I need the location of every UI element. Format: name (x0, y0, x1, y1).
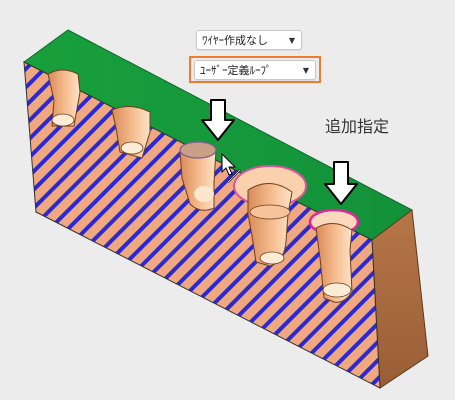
chevron-down-icon: ▼ (288, 35, 295, 45)
annotation-label: 追加指定 (325, 117, 390, 136)
hole-3[interactable] (179, 141, 217, 211)
hole-5[interactable] (308, 208, 360, 303)
highlight-frame (189, 56, 321, 83)
side-face[interactable] (371, 209, 429, 389)
mouse-cursor-icon (221, 152, 241, 183)
user-defined-loop-dropdown-value: ﾕｰｻﾞｰ定義ﾙｰﾌﾟ (200, 64, 272, 77)
arrow-down-icon (201, 99, 235, 141)
hole-1[interactable] (47, 69, 81, 127)
arrow-down-icon (324, 161, 358, 205)
wire-creation-dropdown[interactable]: ﾜｲﾔｰ作成なし ▼ (196, 30, 302, 50)
wire-creation-dropdown-value: ﾜｲﾔｰ作成なし (202, 34, 268, 47)
hole-4[interactable] (233, 165, 307, 267)
user-defined-loop-dropdown[interactable]: ﾕｰｻﾞｰ定義ﾙｰﾌﾟ ▼ (194, 60, 316, 80)
hole-2[interactable] (111, 106, 151, 159)
chevron-down-icon: ▼ (302, 65, 309, 75)
